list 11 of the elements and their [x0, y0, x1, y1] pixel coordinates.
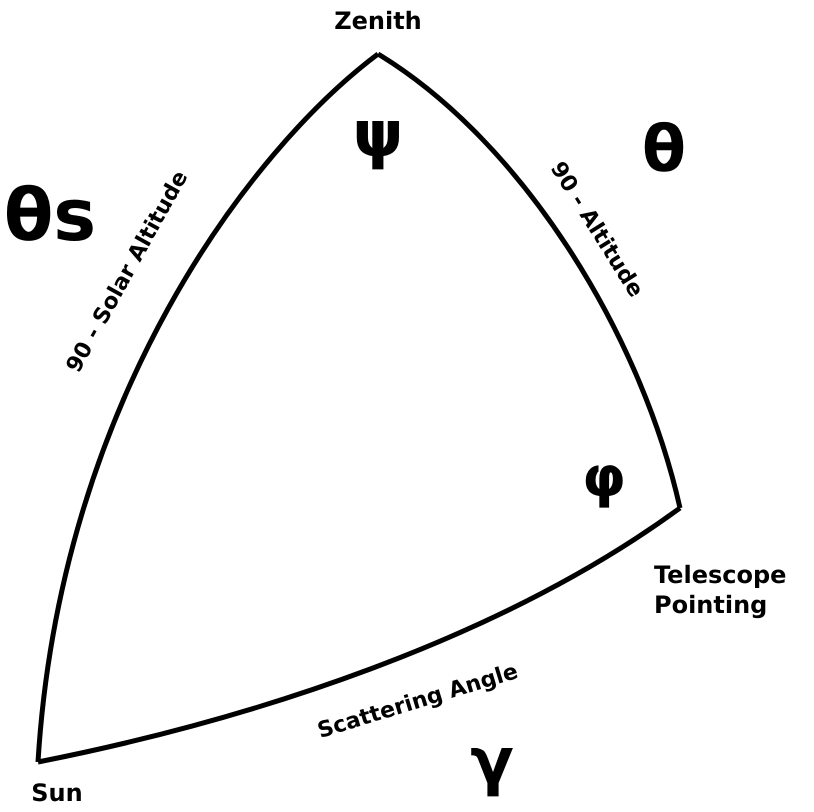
- vertex-label: Zenith: [334, 6, 422, 36]
- arc-line: [37, 506, 682, 764]
- vertex-label: Sun: [31, 778, 83, 808]
- arc-line: [36, 52, 380, 762]
- vertex-label: Telescope Pointing: [654, 560, 788, 620]
- arc-line: [376, 52, 682, 509]
- angle-symbol: θ: [642, 118, 686, 182]
- angle-symbol: γ: [470, 730, 514, 794]
- angle-symbol: ψ: [352, 103, 404, 167]
- angle-symbol: θs: [4, 179, 96, 251]
- angle-symbol: φ: [582, 450, 626, 506]
